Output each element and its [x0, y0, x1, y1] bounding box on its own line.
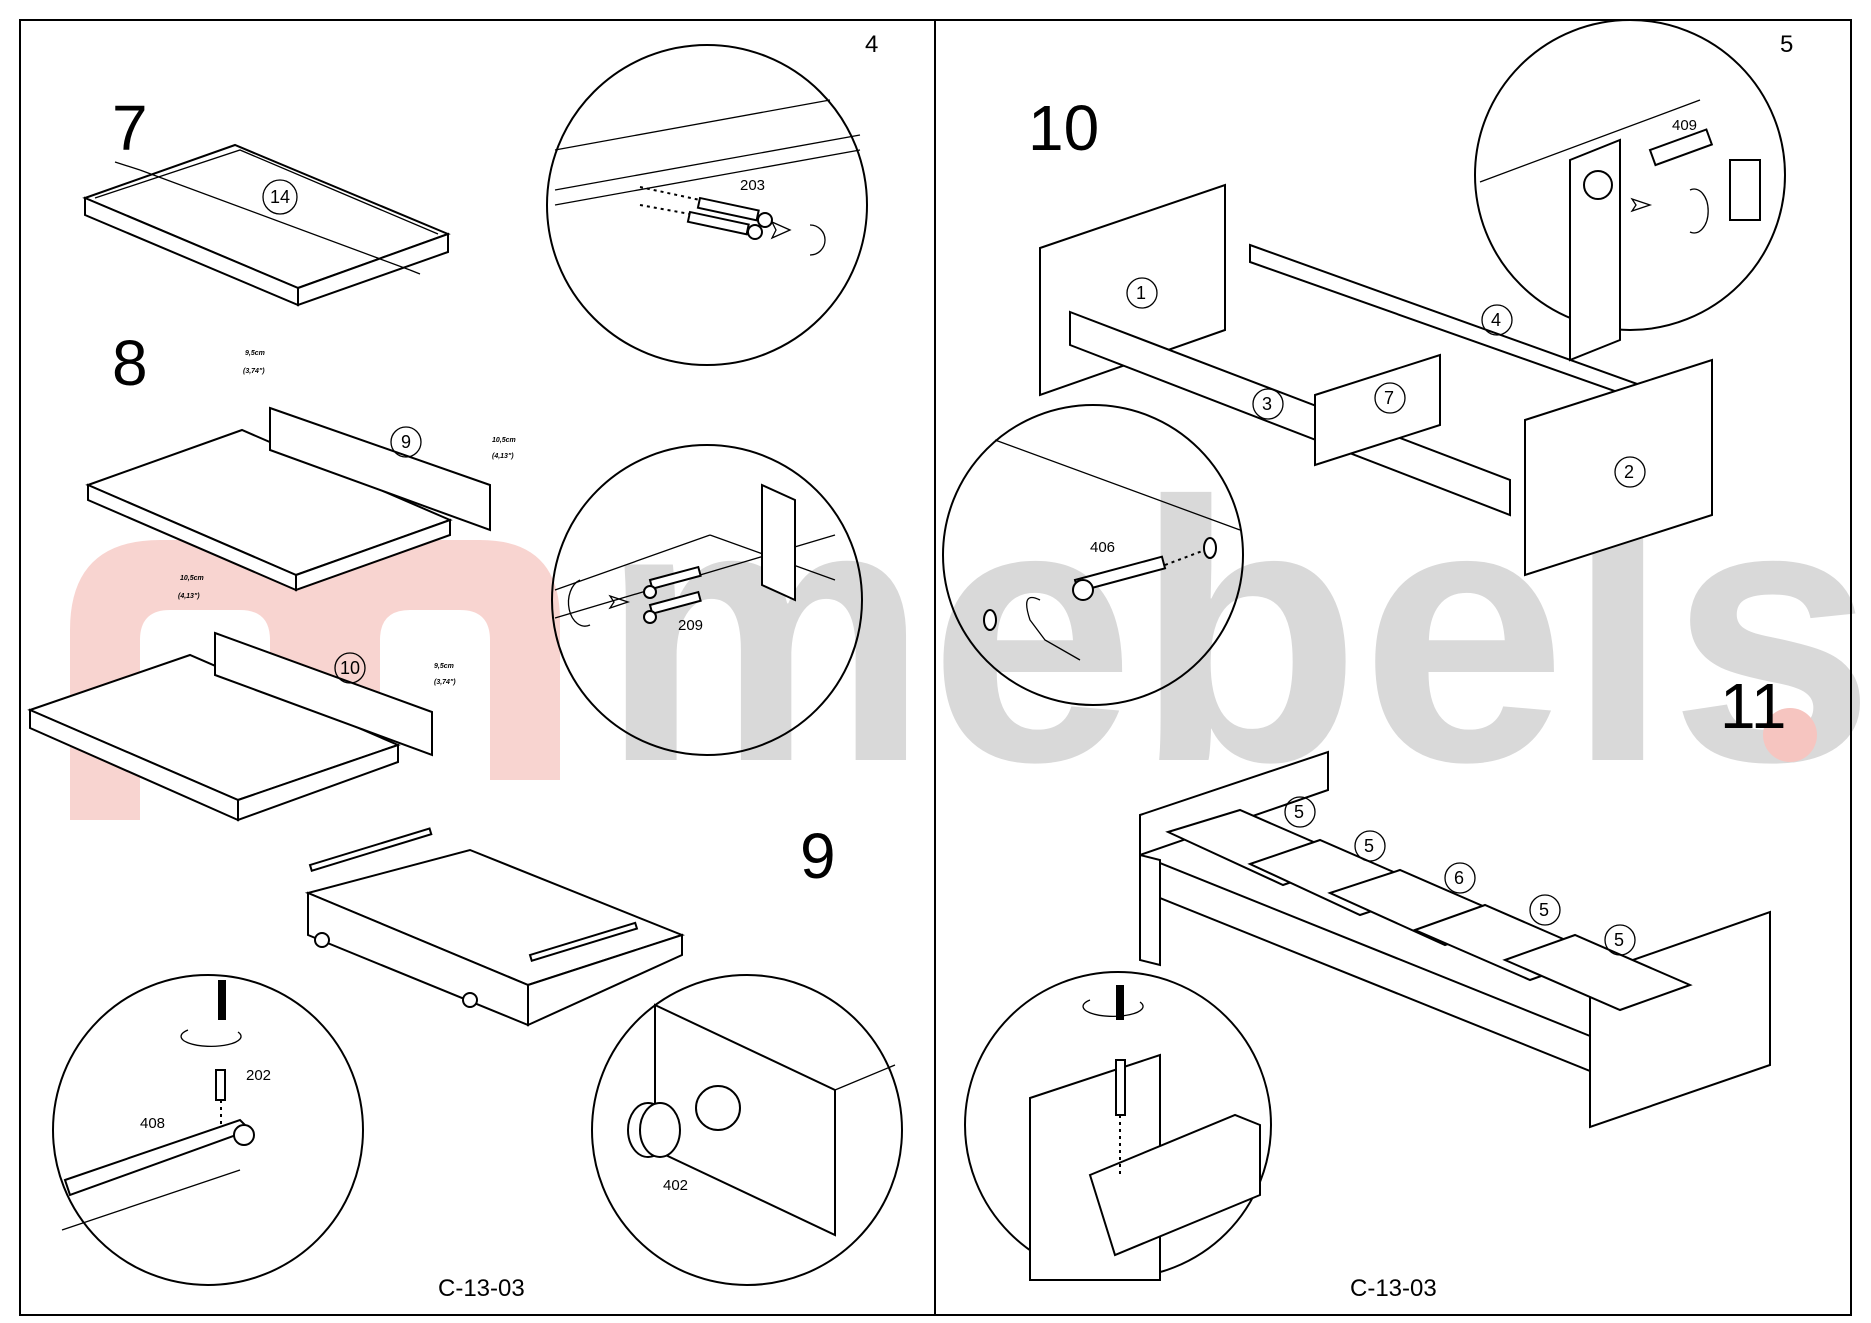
step-11: 11 5 5 6 5 5: [1139, 670, 1786, 1129]
part-label: 7: [1384, 388, 1394, 408]
detail-circle-knob-402: 402: [591, 974, 903, 1286]
part-callout: [262, 179, 298, 215]
dimension-label: 9,5cm: [434, 663, 454, 670]
drawer-box-upper: [85, 406, 491, 592]
drawer-box-lower: [27, 631, 433, 822]
part-label: 9: [401, 432, 411, 452]
part-label: 6: [1454, 868, 1464, 888]
drawer-with-runners: [304, 827, 685, 1027]
rotate-arrow-icon: [1082, 999, 1144, 1018]
detail-circle-slat-screw: [964, 971, 1272, 1281]
step-number: 11: [1720, 670, 1786, 742]
part-callout: [1529, 894, 1561, 926]
part-callout: [1604, 924, 1636, 956]
detail-circle-connector-409: 409: [1474, 19, 1786, 362]
part-callout: [1354, 830, 1386, 862]
part-label: 4: [1491, 310, 1501, 330]
part-callout: [1374, 382, 1406, 414]
part-callout: [334, 652, 366, 684]
dimension-label: (3,74"): [243, 368, 265, 375]
part-callout: [390, 426, 422, 458]
step-7: 7 14: [82, 92, 451, 307]
part-callout: [1284, 796, 1316, 828]
detail-circle-bolt-406: 406: [942, 404, 1244, 706]
dimension-label: (4,13"): [178, 593, 200, 600]
dimension-label: (3,74"): [434, 679, 456, 686]
part-label: 2: [1624, 462, 1634, 482]
dimension-label: 10,5cm: [180, 575, 204, 582]
part-label: 5: [1614, 930, 1624, 950]
step-8: 8 9 9,5cm (3,74") 10,5cm (4,13") 10 10,5…: [27, 327, 516, 822]
part-label: 5: [1539, 900, 1549, 920]
rotate-arrow-icon: [809, 224, 826, 256]
rotate-arrow-icon: [567, 579, 591, 627]
left-page-code: C-13-03: [438, 1275, 525, 1302]
part-label: 14: [270, 187, 290, 207]
step-10: 10 1 2 3 4 7: [1028, 92, 1713, 577]
rotate-arrow-icon: [180, 1029, 242, 1048]
hardware-label: 409: [1672, 117, 1697, 134]
rotate-arrow-icon: [1689, 188, 1709, 234]
step-number: 7: [112, 92, 148, 164]
detail-circle-screws-209: 209: [551, 444, 863, 756]
hardware-label: 402: [663, 1177, 688, 1194]
dimension-label: 10,5cm: [492, 437, 516, 444]
right-page-code: C-13-03: [1350, 1275, 1437, 1302]
part-callout: [1126, 277, 1158, 309]
part-callout: [1252, 388, 1284, 420]
step-number: 9: [800, 820, 836, 892]
right-page-number: 5: [1780, 31, 1793, 58]
part-label: 5: [1294, 802, 1304, 822]
part-callout: [1614, 456, 1646, 488]
hardware-label: 203: [740, 177, 765, 194]
step-9: 9: [304, 820, 836, 1027]
drawer-frame-illustration: [82, 143, 451, 307]
part-label: 3: [1262, 394, 1272, 414]
dimension-label: 9,5cm: [245, 350, 265, 357]
frame-assembly-illustration: [1039, 183, 1713, 577]
watermark-dot: [1763, 708, 1817, 762]
slat-base-illustration: [1139, 750, 1771, 1129]
detail-circle-runner-202-408: 202 408: [52, 974, 364, 1286]
dimension-label: (4,13"): [492, 453, 514, 460]
hardware-label: 209: [678, 617, 703, 634]
left-page-number: 4: [865, 31, 878, 58]
hardware-label: 202: [246, 1067, 271, 1084]
part-label: 5: [1364, 836, 1374, 856]
step-number: 8: [112, 327, 148, 399]
part-label: 1: [1136, 283, 1146, 303]
hardware-label: 408: [140, 1115, 165, 1132]
detail-circle-screws-203: 203: [546, 44, 868, 366]
step-number: 10: [1028, 92, 1099, 164]
part-callout: [1481, 304, 1513, 336]
hardware-label: 406: [1090, 539, 1115, 556]
part-callout: [1444, 862, 1476, 894]
part-label: 10: [340, 658, 360, 678]
